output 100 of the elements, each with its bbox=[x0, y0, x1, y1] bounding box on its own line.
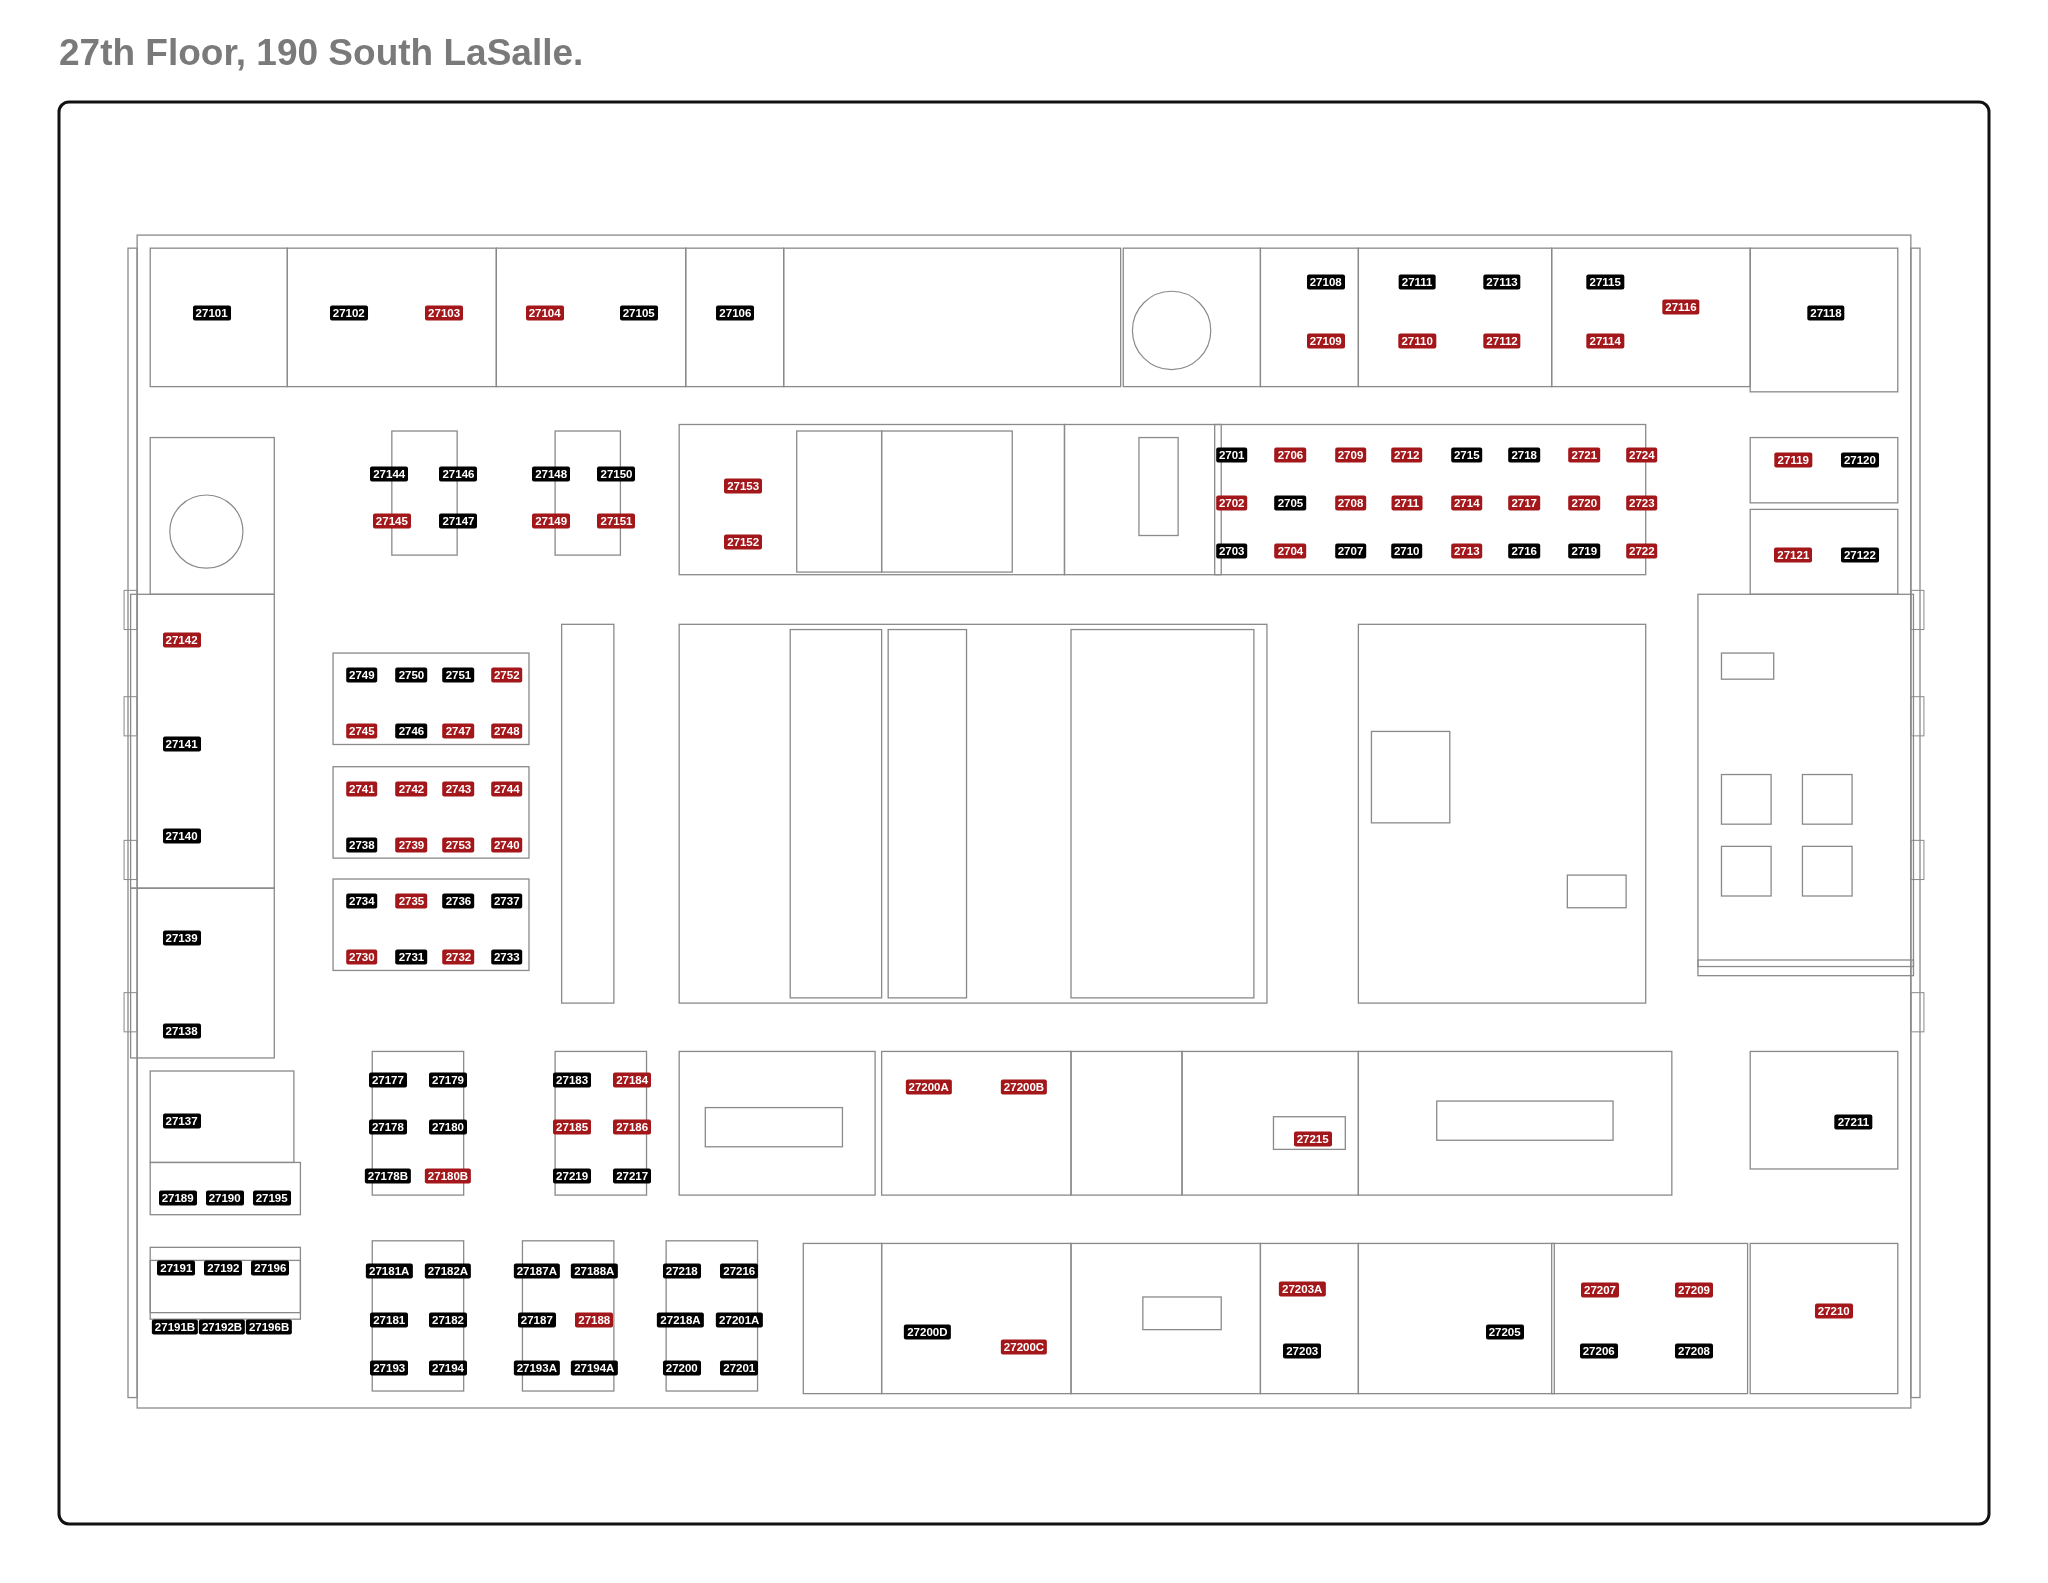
room-number-tag: 2713 bbox=[1450, 543, 1483, 559]
room-number-tag: 2708 bbox=[1334, 495, 1367, 511]
room-number-tag: 27104 bbox=[525, 305, 564, 321]
room-number-tag: 27122 bbox=[1840, 547, 1879, 563]
room-number-tag: 27193A bbox=[513, 1360, 560, 1375]
room-number-tag: 27215 bbox=[1293, 1131, 1332, 1147]
room-number-tag: 27120 bbox=[1840, 452, 1879, 468]
room-number-tag: 27103 bbox=[425, 305, 464, 321]
room-number-tag: 2750 bbox=[395, 667, 428, 683]
room-number-tag: 2736 bbox=[442, 893, 475, 909]
room-number-tag: 27200D bbox=[904, 1324, 951, 1340]
room-number-tag: 27113 bbox=[1483, 274, 1521, 290]
room-number-tag: 2743 bbox=[442, 781, 475, 797]
room-number-tag: 2745 bbox=[346, 723, 378, 739]
room-number-tag: 27187 bbox=[517, 1313, 556, 1328]
room-number-tag: 2710 bbox=[1390, 543, 1423, 559]
room-number-tag: 2711 bbox=[1391, 495, 1423, 511]
room-number-tag: 2701 bbox=[1215, 447, 1248, 462]
room-number-tag: 27153 bbox=[724, 478, 763, 494]
room-number-tag: 27183 bbox=[553, 1072, 592, 1088]
room-number-tag: 2737 bbox=[490, 893, 523, 909]
room-number-tag: 27195 bbox=[252, 1190, 291, 1206]
room-number-tag: 2724 bbox=[1626, 447, 1658, 462]
room-number-tag: 27218A bbox=[657, 1313, 704, 1328]
room-number-tag: 27203A bbox=[1279, 1281, 1326, 1297]
room-number-tag: 27178 bbox=[368, 1119, 407, 1135]
room-number-tag: 2741 bbox=[346, 781, 378, 797]
room-number-tag: 27105 bbox=[619, 305, 658, 321]
room-number-tag: 27187A bbox=[513, 1263, 560, 1279]
room-number-tag: 2733 bbox=[490, 949, 523, 965]
room-number-tag: 27146 bbox=[439, 466, 478, 482]
room-number-tag: 27101 bbox=[192, 305, 231, 321]
room-number-tag: 27139 bbox=[162, 930, 201, 946]
room-number-tag: 27185 bbox=[553, 1119, 592, 1135]
room-number-tag: 2709 bbox=[1334, 447, 1367, 462]
room-number-tag: 27200A bbox=[905, 1079, 952, 1095]
room-number-tag: 27211 bbox=[1834, 1114, 1873, 1130]
room-number-tag: 27205 bbox=[1485, 1324, 1524, 1340]
room-number-tag: 27149 bbox=[532, 513, 571, 529]
room-number-tag: 2721 bbox=[1568, 447, 1601, 462]
room-number-tag: 2742 bbox=[395, 781, 428, 797]
room-number-tag: 27184 bbox=[613, 1072, 652, 1088]
room-number-tag: 2732 bbox=[442, 949, 475, 965]
room-number-tag: 2716 bbox=[1508, 543, 1541, 559]
room-number-tag: 27218 bbox=[662, 1263, 701, 1279]
room-number-tag: 27189 bbox=[158, 1190, 197, 1206]
room-number-tag: 27209 bbox=[1675, 1282, 1713, 1298]
room-number-tag: 2751 bbox=[442, 667, 475, 683]
room-number-tag: 27186 bbox=[613, 1119, 652, 1135]
room-number-tag: 2707 bbox=[1334, 543, 1367, 559]
room-number-tag: 2719 bbox=[1568, 543, 1601, 559]
room-number-tag: 27188A bbox=[571, 1263, 618, 1279]
room-number-tag: 27152 bbox=[724, 534, 763, 550]
room-number-tag: 2740 bbox=[490, 837, 523, 853]
room-number-tag: 27144 bbox=[370, 466, 409, 482]
page-title: 27th Floor, 190 South LaSalle. bbox=[59, 32, 584, 74]
room-number-tag: 27193 bbox=[370, 1360, 409, 1375]
room-number-tag: 2715 bbox=[1450, 447, 1483, 462]
room-number-tag: 27216 bbox=[720, 1263, 759, 1279]
room-number-tag: 27114 bbox=[1586, 333, 1624, 349]
room-number-tag: 27182 bbox=[429, 1313, 467, 1328]
room-number-tag: 27194 bbox=[429, 1360, 467, 1375]
room-number-tag: 2753 bbox=[442, 837, 475, 853]
room-number-tag: 2717 bbox=[1508, 495, 1541, 511]
room-number-tag: 27181 bbox=[370, 1313, 409, 1328]
room-number-tag: 2706 bbox=[1274, 447, 1307, 462]
room-number-tag: 27112 bbox=[1483, 333, 1521, 349]
room-number-tag: 27138 bbox=[162, 1023, 201, 1038]
room-number-tag: 27179 bbox=[429, 1072, 467, 1088]
room-number-tag: 2752 bbox=[490, 667, 523, 683]
room-number-tag: 2735 bbox=[395, 893, 428, 909]
room-number-tag: 27217 bbox=[613, 1168, 652, 1183]
room-number-tag: 2748 bbox=[490, 723, 523, 739]
room-number-tag: 27108 bbox=[1306, 274, 1345, 290]
room-number-tag: 2714 bbox=[1450, 495, 1483, 511]
room-number-tag: 27191 bbox=[157, 1260, 196, 1276]
room-number-tag: 2718 bbox=[1508, 447, 1541, 462]
room-number-tag: 2746 bbox=[395, 723, 428, 739]
room-number-tag: 27191B bbox=[151, 1319, 199, 1335]
room-number-tag: 2722 bbox=[1626, 543, 1658, 559]
room-number-tag: 27137 bbox=[162, 1113, 201, 1129]
room-number-tag: 2704 bbox=[1274, 543, 1307, 559]
room-number-tag: 27203 bbox=[1283, 1343, 1322, 1358]
room-number-tag: 27196B bbox=[245, 1319, 293, 1335]
room-number-tag: 27200C bbox=[1000, 1339, 1048, 1355]
room-number-tag: 2734 bbox=[346, 893, 378, 909]
room-number-tag: 27206 bbox=[1579, 1343, 1618, 1358]
room-number-tag: 27180B bbox=[424, 1168, 472, 1183]
room-number-tag: 27119 bbox=[1774, 452, 1812, 468]
room-number-tag: 27115 bbox=[1586, 274, 1624, 290]
room-number-tag: 27207 bbox=[1581, 1282, 1619, 1298]
room-number-tag: 2749 bbox=[346, 667, 378, 683]
room-number-tag: 27219 bbox=[553, 1168, 592, 1183]
room-number-tag: 27102 bbox=[329, 305, 368, 321]
room-number-tag: 2747 bbox=[442, 723, 475, 739]
room-number-tag: 27121 bbox=[1774, 547, 1813, 563]
room-number-tag: 27142 bbox=[162, 632, 201, 648]
room-number-tag: 27208 bbox=[1675, 1343, 1713, 1358]
room-number-tag: 27110 bbox=[1398, 333, 1436, 349]
room-number-tag: 27109 bbox=[1306, 333, 1345, 349]
